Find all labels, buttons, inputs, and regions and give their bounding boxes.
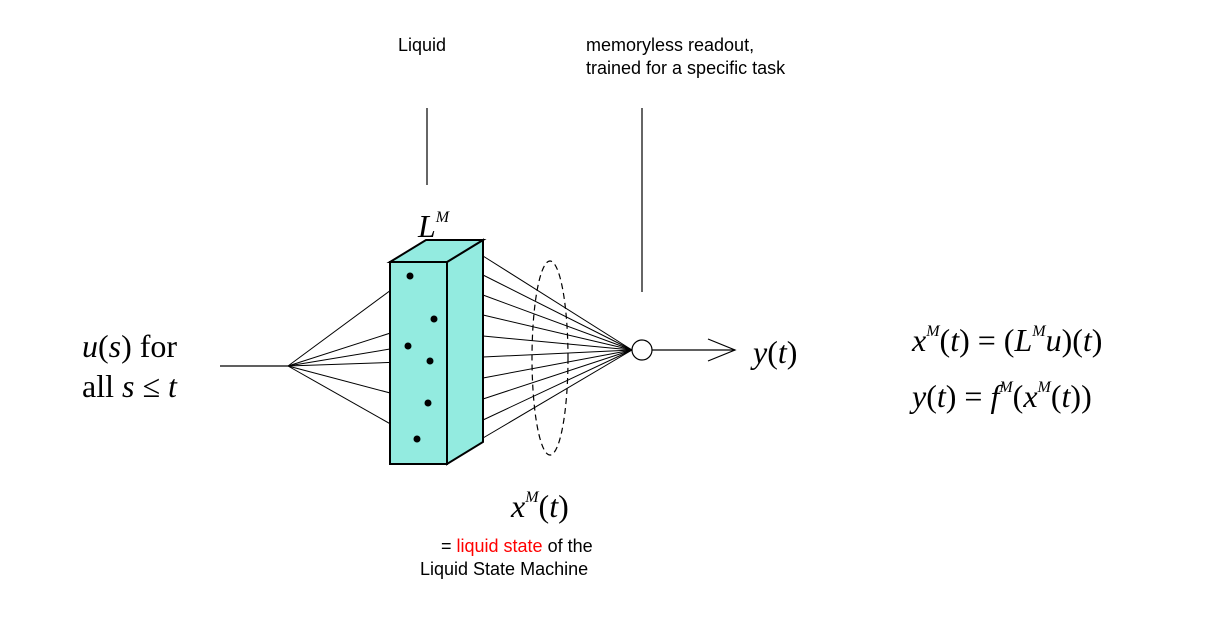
neuron-dot xyxy=(404,342,412,350)
equation-liquid-state: xM(t) = (LMu)(t) xyxy=(912,322,1103,359)
output-label: y(t) xyxy=(753,334,798,370)
input-label-line1: u(s) for xyxy=(82,328,178,364)
neuron-dot xyxy=(413,435,421,443)
neuron-dot xyxy=(424,399,432,407)
neuron-dot xyxy=(430,315,438,323)
output-arrow xyxy=(652,338,737,362)
readout-label-line1: memoryless readout, xyxy=(586,35,755,55)
liquid-box-front xyxy=(389,261,448,465)
neuron-dot xyxy=(426,357,434,365)
liquid-state-symbol: xM(t) xyxy=(511,488,569,525)
neuron-dot xyxy=(406,272,414,280)
liquid-box-side xyxy=(446,238,484,466)
liquid-label: Liquid xyxy=(398,35,447,55)
equation-readout: y(t) = fM(xM(t)) xyxy=(912,378,1092,415)
state-ellipse xyxy=(531,260,569,456)
readout-fan xyxy=(482,255,633,439)
liquid-box xyxy=(386,238,487,466)
readout-label-line2: trained for a specific task xyxy=(586,58,786,78)
neuron-dots xyxy=(404,272,438,443)
readout-neuron xyxy=(631,339,653,361)
liquid-state-highlight: liquid state xyxy=(456,536,543,556)
liquid-state-caption-line2: Liquid State Machine xyxy=(420,559,589,579)
liquid-operator-label: LM xyxy=(418,208,450,245)
input-label-line2: all s ≤ t xyxy=(82,368,177,404)
liquid-state-caption-line1: = liquid state of the xyxy=(441,536,593,556)
